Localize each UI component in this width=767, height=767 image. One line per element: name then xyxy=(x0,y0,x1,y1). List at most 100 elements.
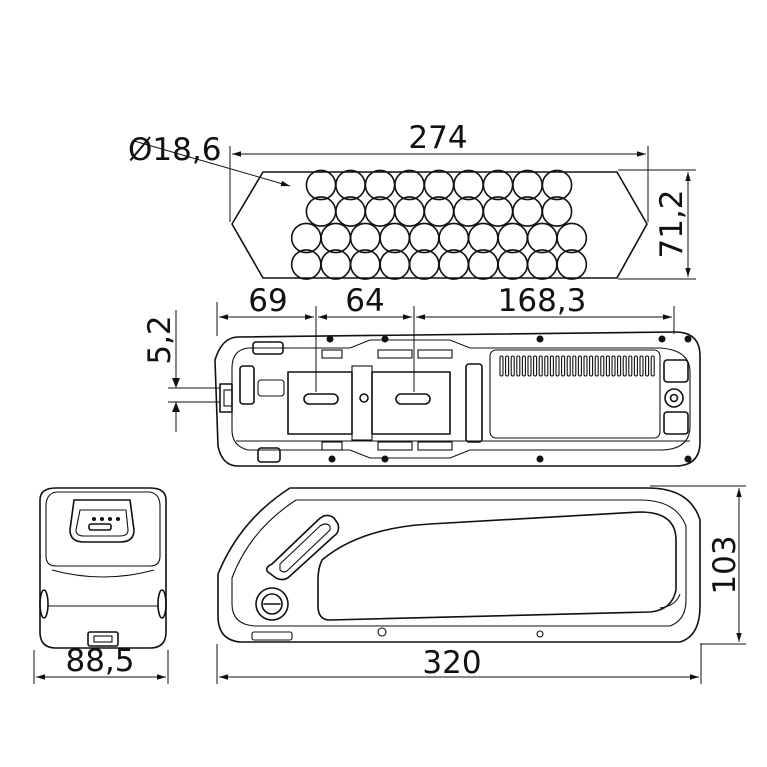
battery-cell xyxy=(438,249,470,280)
battery-cell xyxy=(364,169,396,201)
battery-cell xyxy=(349,222,381,254)
battery-cell xyxy=(394,169,425,201)
battery-cell xyxy=(290,249,322,280)
battery-cell xyxy=(482,169,514,201)
vent-slot xyxy=(572,355,577,377)
battery-cell xyxy=(423,196,455,227)
screw-dot xyxy=(658,335,666,343)
vent-slot xyxy=(622,355,627,377)
dim-71-label: 71,2 xyxy=(654,189,690,258)
vent-panel xyxy=(489,349,661,439)
battery-cell xyxy=(379,222,411,254)
dim-103-label: 103 xyxy=(707,535,743,594)
battery-cell xyxy=(497,249,529,280)
vent-slot xyxy=(628,355,633,377)
vent-slot xyxy=(516,355,521,377)
rail-plug xyxy=(219,383,233,413)
dim-5-arrow-top xyxy=(172,378,180,388)
vent-slot xyxy=(505,355,510,377)
battery-cell xyxy=(541,169,573,201)
side-view-tail-curve xyxy=(659,593,681,609)
led-dot xyxy=(116,517,120,521)
vent-slot xyxy=(521,355,526,377)
screw-dot xyxy=(381,335,389,343)
vent-slot xyxy=(566,355,571,377)
vent-slot xyxy=(650,355,655,377)
vent-slot xyxy=(639,355,644,377)
vent-slot xyxy=(645,355,650,377)
led-dot xyxy=(92,517,96,521)
dim-168-label: 168,3 xyxy=(498,283,587,319)
rail-bottom-notch-1 xyxy=(377,441,413,451)
battery-cell xyxy=(335,196,366,227)
screw-dot xyxy=(536,455,544,463)
vent-slot xyxy=(633,355,638,377)
battery-cell xyxy=(320,249,352,280)
screw-dot xyxy=(684,455,692,463)
end-view-right-boss xyxy=(157,589,167,619)
dim-64-label: 64 xyxy=(345,283,384,319)
end-view-top-cap xyxy=(45,491,161,567)
screw-dot xyxy=(381,455,389,463)
battery-cell xyxy=(453,196,484,227)
cradle-center-block xyxy=(351,365,373,441)
battery-cell xyxy=(467,249,499,280)
dim-diameter-label: Ø18,6 xyxy=(128,132,221,168)
dim-88-label: 88,5 xyxy=(65,643,134,679)
rail-side-bar xyxy=(465,363,483,443)
latch-bottom xyxy=(663,411,689,435)
vent-slot xyxy=(577,355,582,377)
battery-cell xyxy=(453,169,484,201)
end-view-display xyxy=(75,509,129,537)
end-view-display-recess xyxy=(69,499,135,543)
dim-5-arrow-bottom xyxy=(172,402,180,412)
battery-cell xyxy=(526,222,558,254)
latch-top xyxy=(663,359,689,383)
cell-pack-view: 274 71,2 Ø18,6 xyxy=(128,120,696,280)
side-view-base-tab xyxy=(251,631,293,641)
vent-slot xyxy=(617,355,622,377)
side-view-outline xyxy=(217,487,701,643)
rail-left-slot xyxy=(239,365,255,405)
rail-top-notch-2 xyxy=(417,349,453,359)
vent-slot xyxy=(594,355,599,377)
cradle-right-slot xyxy=(395,393,431,405)
vent-slot xyxy=(600,355,605,377)
battery-cell xyxy=(335,169,366,201)
vent-slot xyxy=(583,355,588,377)
battery-cell xyxy=(379,249,411,280)
cradle-center-hole xyxy=(359,393,369,403)
vent-slot xyxy=(605,355,610,377)
rail-bottom-notch-2 xyxy=(417,441,453,451)
rail-top-tab xyxy=(252,341,284,355)
vent-slot xyxy=(527,355,532,377)
power-button xyxy=(88,523,112,531)
battery-cell xyxy=(497,222,529,254)
battery-cell xyxy=(438,222,470,254)
battery-cell xyxy=(556,222,588,254)
rail-left-clip xyxy=(257,379,285,397)
vent-slot xyxy=(533,355,538,377)
side-view-screw xyxy=(536,630,544,638)
vent-slot xyxy=(555,355,560,377)
battery-cell xyxy=(467,222,499,254)
battery-cell xyxy=(512,196,543,227)
vent-slot xyxy=(611,355,616,377)
end-view-outline xyxy=(39,487,167,649)
rail-inner-outline xyxy=(231,339,691,459)
rail-top-notch-3 xyxy=(321,349,343,359)
battery-cell xyxy=(320,222,352,254)
battery-cell xyxy=(541,196,573,227)
rail-outer-outline xyxy=(214,331,701,467)
led-dot xyxy=(100,517,104,521)
key-lock-inner xyxy=(261,593,283,615)
cradle-left-slot xyxy=(303,393,339,405)
battery-cell xyxy=(408,249,440,280)
battery-cell xyxy=(556,249,588,280)
latch-knob-center xyxy=(669,393,679,403)
rail-top-notch-1 xyxy=(377,349,413,359)
screw-dot xyxy=(536,335,544,343)
dim-5-label: 5,2 xyxy=(142,315,178,364)
vent-slot xyxy=(549,355,554,377)
